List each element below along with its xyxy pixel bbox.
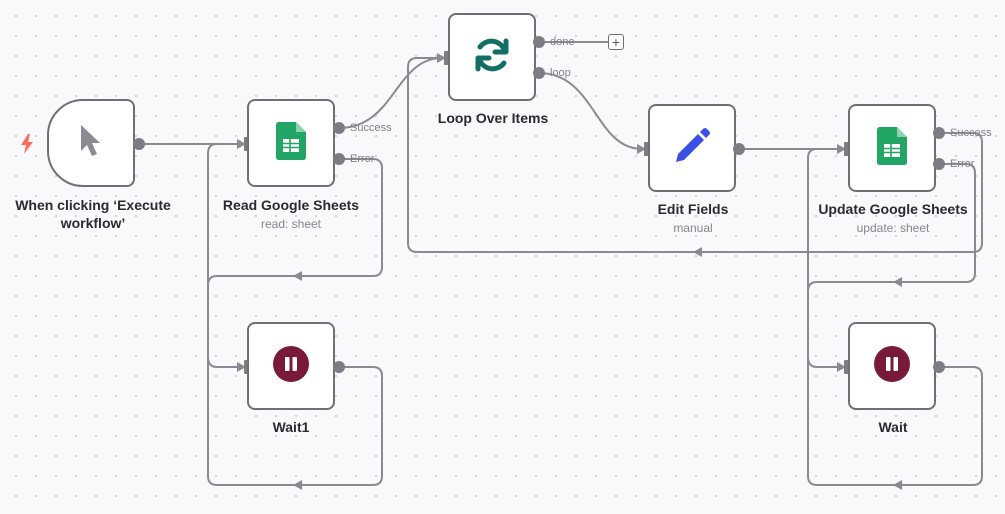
node-manual-trigger[interactable] [47,99,135,187]
arrow-head [293,480,302,490]
output-label-success: Success [950,127,992,139]
edge-loop-loop-to-edit [538,72,643,150]
node-update-google-sheets[interactable] [848,104,936,192]
node-title: When clicking ‘Execute workflow’ [15,197,171,231]
node-read-google-sheets[interactable] [247,99,335,187]
arrow-head [837,362,846,372]
node-subtitle: read: sheet [260,217,322,231]
arrow-head [293,271,302,281]
arrow-head [893,277,902,287]
pencil-icon [673,127,711,170]
arrow-head [237,139,246,149]
node-title: Read Google Sheets [222,197,360,213]
output-label-loop: loop [550,67,571,79]
pause-icon [874,345,910,387]
node-wait[interactable] [848,322,936,410]
output-port[interactable] [733,143,745,155]
output-label-error: Error [950,158,975,170]
google-sheets-icon [276,121,306,165]
google-sheets-icon [877,126,907,170]
pointer-cursor-icon [77,123,105,164]
arrow-head [637,144,646,154]
node-subtitle: update: sheet [856,221,930,235]
input-port[interactable] [444,51,450,65]
loop-arrows-icon [472,35,512,80]
arrow-head [837,144,846,154]
output-port-loop[interactable] [533,67,545,79]
output-port-success[interactable] [333,122,345,134]
output-label-success: Success [350,122,392,134]
arrow-head [437,53,446,63]
node-title: Wait1 [272,419,310,435]
input-port[interactable] [844,360,850,374]
node-subtitle: manual [673,221,713,235]
arrow-head [693,247,702,257]
node-title: Wait [878,419,908,435]
output-label-done: done [550,36,575,48]
input-port[interactable] [844,142,850,156]
arrow-head [237,362,246,372]
node-title: Loop Over Items [437,110,549,126]
node-loop-over-items[interactable] [448,13,536,101]
input-port[interactable] [644,142,650,156]
output-label-error: Error [350,153,375,165]
edge-read-success-to-loop [338,57,443,129]
trigger-bolt-icon [19,134,35,159]
pause-icon [273,345,309,387]
arrow-head [893,480,902,490]
node-title: Edit Fields [657,201,729,217]
output-port-error[interactable] [333,153,345,165]
add-node-button[interactable]: + [608,34,624,50]
output-port-success[interactable] [933,127,945,139]
output-port-done[interactable] [533,36,545,48]
node-edit-fields[interactable] [648,104,736,192]
output-port[interactable] [933,361,945,373]
node-wait1[interactable] [247,322,335,410]
output-port-error[interactable] [933,158,945,170]
output-port[interactable] [333,361,345,373]
node-title: Update Google Sheets [818,201,968,217]
output-port[interactable] [133,138,145,150]
